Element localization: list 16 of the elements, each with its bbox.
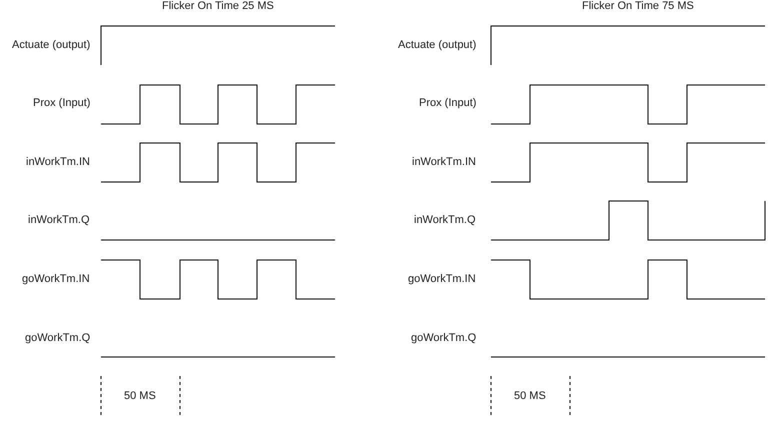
signal-label: Actuate (output) (398, 39, 476, 52)
signal-label: Actuate (output) (12, 39, 90, 52)
panel-title: Flicker On Time 25 MS (162, 0, 274, 13)
signal-label: Prox (Input) (419, 97, 476, 110)
dimension-label: 50 MS (514, 390, 546, 403)
signal-label: inWorkTm.Q (414, 214, 476, 227)
signal-label: inWorkTm.IN (26, 156, 90, 169)
dimension-label: 50 MS (124, 390, 156, 403)
signal-label: goWorkTm.IN (408, 273, 476, 286)
signal-label: inWorkTm.Q (28, 214, 90, 227)
signal-label: goWorkTm.Q (25, 332, 90, 345)
signal-label: inWorkTm.IN (412, 156, 476, 169)
signal-label: goWorkTm.IN (22, 273, 90, 286)
signal-label: Prox (Input) (33, 97, 90, 110)
signal-label: goWorkTm.Q (411, 332, 476, 345)
panel-title: Flicker On Time 75 MS (582, 0, 694, 13)
